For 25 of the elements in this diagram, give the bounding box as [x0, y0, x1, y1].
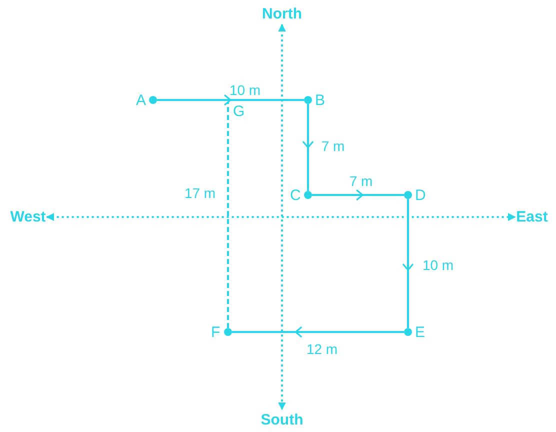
point-label: G — [233, 104, 245, 119]
arrow — [232, 326, 404, 338]
point-label: D — [415, 188, 426, 203]
point-label: B — [315, 93, 326, 108]
direction-label: North — [261, 4, 303, 24]
point-label: F — [211, 325, 220, 340]
dashed-line — [46, 213, 516, 221]
edge-label: 7 m — [321, 139, 345, 153]
edge-label: 7 m — [349, 174, 373, 188]
point-label: C — [290, 188, 301, 203]
edge-label: 10 m — [229, 83, 261, 97]
edge-label: 12 m — [306, 342, 338, 356]
direction-label: South — [260, 410, 304, 430]
arrow — [302, 104, 314, 191]
point-label: A — [136, 93, 146, 108]
arrow — [312, 189, 404, 201]
dashed-line — [227, 102, 229, 328]
arrow — [157, 94, 304, 106]
edge-label: 10 m — [422, 258, 454, 272]
direction-label: East — [515, 206, 549, 228]
arrow — [402, 199, 414, 328]
point-label: E — [415, 325, 426, 340]
direction-label: West — [9, 206, 47, 228]
edge-label: 17 m — [184, 186, 216, 200]
dashed-line — [278, 24, 286, 410]
